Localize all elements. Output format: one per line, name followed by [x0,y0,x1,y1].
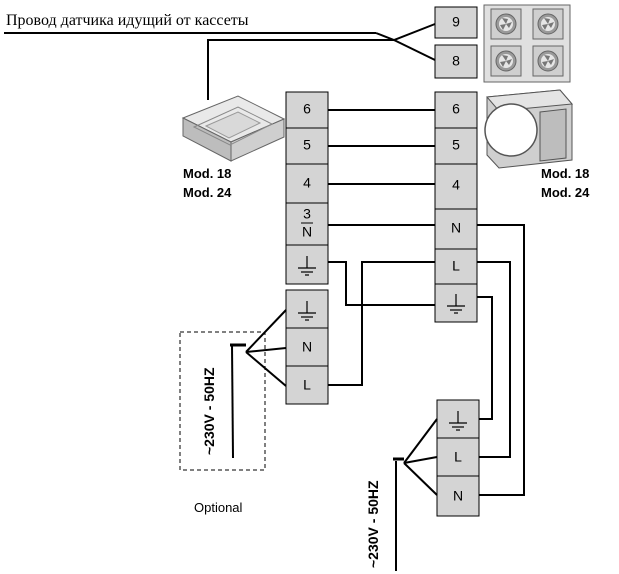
left-supply-l: L [303,377,311,393]
outdoor-terminal-6: 6 [452,101,460,117]
optional-dashed-box [179,331,266,471]
right-supply-n: N [453,488,463,504]
indoor-terminal-6: 6 [303,101,311,117]
outdoor-model-24: Mod. 24 [541,185,590,200]
indoor-terminal-5: 5 [303,137,311,153]
left-supply-n: N [302,339,312,355]
terminal-8: 8 [452,53,460,69]
fan-grid-icon [483,4,571,83]
outdoor-terminal-l: L [452,258,460,274]
right-supply-l: L [454,449,462,465]
sensor-terminal-block: 9 8 [434,6,478,79]
sensor-wires [4,23,436,100]
outdoor-terminal-n: N [451,220,461,236]
indoor-terminal-block: 6 5 4 3 N [285,91,329,285]
indoor-model-18: Mod. 18 [183,166,231,181]
outdoor-terminal-5: 5 [452,137,460,153]
left-supply-terminal-block: N L [285,289,329,405]
indoor-terminal-4: 4 [303,175,311,191]
optional-label: Optional [194,500,243,515]
indoor-terminal-n: N [302,224,312,240]
indoor-model-24: Mod. 24 [183,185,232,200]
indoor-cassette-unit-icon [181,95,286,162]
outdoor-terminal-4: 4 [452,177,460,193]
left-voltage-label: ~230V - 50HZ [201,367,217,455]
terminal-9: 9 [452,14,460,30]
outdoor-model-18: Mod. 18 [541,166,589,181]
interconnect-wires [328,109,525,496]
right-voltage-label: ~230V - 50HZ [365,480,381,568]
outdoor-terminal-block: 6 5 4 N L [434,91,478,323]
optional-supply: ~230V - 50HZ Optional [179,309,287,515]
outdoor-unit-icon [484,89,574,169]
sensor-wire-caption: Провод датчика идущий от кассеты [6,12,249,29]
indoor-terminal-3: 3 [303,206,311,222]
right-supply-cable: ~230V - 50HZ [365,418,438,571]
right-supply-terminal-block: L N [436,399,480,517]
